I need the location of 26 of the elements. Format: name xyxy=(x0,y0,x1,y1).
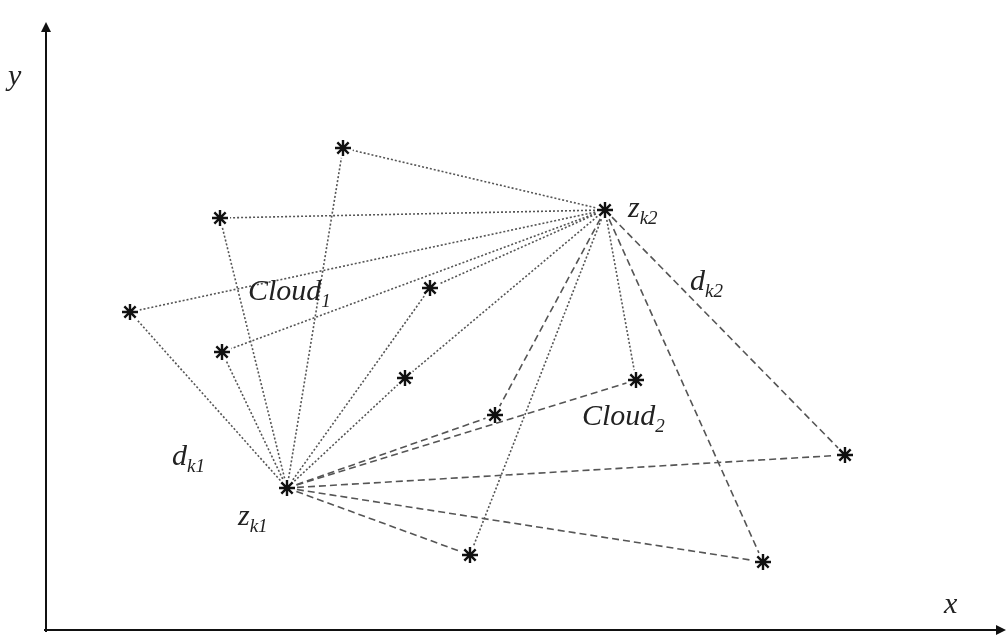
dashed-line xyxy=(608,218,760,554)
dotted-line xyxy=(472,218,603,547)
distance-label: d$_{k1}$ xyxy=(172,440,205,475)
dotted-line xyxy=(225,360,284,480)
axis-label: x xyxy=(944,588,958,618)
center-label: z$_{k2}$ xyxy=(628,192,658,227)
dashed-line xyxy=(611,216,839,449)
dotted-line xyxy=(135,318,282,482)
dotted-line xyxy=(411,215,599,373)
dotted-line xyxy=(230,212,597,350)
dotted-line xyxy=(292,295,425,481)
dotted-line xyxy=(139,211,596,311)
dashed-line xyxy=(295,417,487,486)
dotted-line xyxy=(606,219,635,371)
dotted-line xyxy=(438,213,597,285)
dotted-line xyxy=(287,157,343,479)
dotted-line xyxy=(221,226,286,480)
distance-label: d$_{k2}$ xyxy=(690,265,723,300)
dashed-line xyxy=(498,218,602,407)
dotted-line xyxy=(229,209,596,219)
dashed-line xyxy=(295,382,628,486)
dotted-line xyxy=(293,384,399,482)
cluster-label: Cloud$_{2}$ xyxy=(582,400,665,435)
cluster-label: Cloud$_{1}$ xyxy=(248,275,331,310)
center-label: z$_{k1}$ xyxy=(238,500,268,535)
dotted-line xyxy=(351,149,597,209)
